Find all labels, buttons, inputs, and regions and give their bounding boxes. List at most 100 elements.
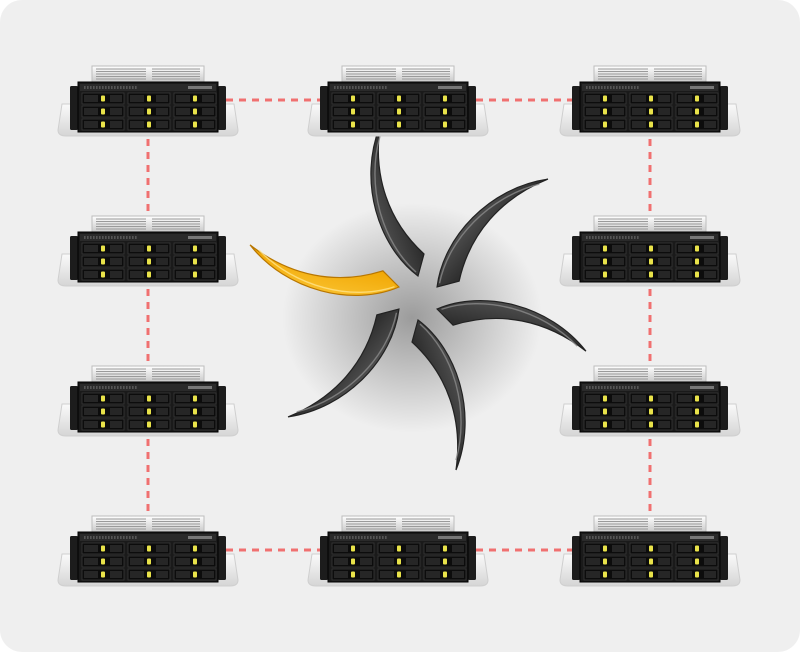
strip-vent [96, 536, 98, 539]
drive-latch [658, 245, 670, 252]
strip-vent [349, 536, 351, 539]
strip-vent [126, 386, 128, 389]
drive-latch [678, 258, 692, 265]
rack-ear-left [320, 536, 328, 580]
strip-vent [361, 536, 363, 539]
drive-latch [612, 558, 624, 565]
strip-vent [93, 386, 95, 389]
swirl-arm-highlight [296, 312, 398, 413]
drive-led [695, 421, 699, 428]
drive-latch [586, 545, 600, 552]
strip-vent [379, 86, 381, 89]
drive-latch [704, 421, 716, 428]
drive-led [443, 558, 447, 565]
drive-led [193, 395, 197, 402]
drive-led [101, 558, 105, 565]
control-strip [80, 384, 216, 391]
drive-latch [678, 271, 692, 278]
drive-latch [156, 258, 168, 265]
rack-ear-left [70, 86, 78, 130]
drive-latch [632, 95, 646, 102]
drive-latch [202, 408, 214, 415]
strip-vent [334, 536, 336, 539]
drive-led [193, 408, 197, 415]
drive-latch [658, 258, 670, 265]
rack-ear-right [218, 236, 226, 280]
control-strip [80, 534, 216, 541]
drive-latch [406, 108, 418, 115]
strip-vent [340, 86, 342, 89]
drive-latch [84, 95, 98, 102]
rack-ear-right [218, 86, 226, 130]
strip-vent [595, 236, 597, 239]
drive-led [443, 108, 447, 115]
strip-vent [90, 236, 92, 239]
strip-vent [132, 536, 134, 539]
strip-vent [592, 536, 594, 539]
strip-vent [120, 536, 122, 539]
strip-vent [601, 86, 603, 89]
strip-vent [595, 86, 597, 89]
control-panel [690, 536, 714, 539]
drive-led [101, 395, 105, 402]
strip-vent [126, 536, 128, 539]
drive-led [695, 271, 699, 278]
drive-led [443, 95, 447, 102]
drive-led [603, 95, 607, 102]
strip-vent [607, 536, 609, 539]
drive-latch [84, 108, 98, 115]
drive-latch [334, 121, 348, 128]
drive-latch [156, 545, 168, 552]
strip-vent [631, 536, 633, 539]
drive-latch [130, 271, 144, 278]
strip-vent [619, 236, 621, 239]
strip-vent [625, 86, 627, 89]
drive-latch [156, 395, 168, 402]
strip-vent [105, 386, 107, 389]
drive-led [147, 395, 151, 402]
strip-vent [616, 86, 618, 89]
drive-led [193, 121, 197, 128]
drive-latch [130, 408, 144, 415]
control-strip [582, 534, 718, 541]
drive-led [193, 571, 197, 578]
drive-latch [176, 245, 190, 252]
drive-led [397, 95, 401, 102]
drive-led [695, 571, 699, 578]
drive-latch [176, 108, 190, 115]
drive-latch [176, 95, 190, 102]
drive-latch [406, 545, 418, 552]
drive-led [649, 395, 653, 402]
server-top-right [559, 65, 741, 137]
drive-led [351, 571, 355, 578]
drive-led [695, 108, 699, 115]
drive-latch [84, 421, 98, 428]
control-panel [690, 236, 714, 239]
drive-latch [632, 121, 646, 128]
swirl-arm-highlight [374, 135, 417, 273]
strip-vent [613, 86, 615, 89]
drive-latch [360, 545, 372, 552]
strip-vent [634, 536, 636, 539]
drive-led [603, 258, 607, 265]
drive-led [695, 121, 699, 128]
drive-latch [202, 545, 214, 552]
strip-vent [114, 86, 116, 89]
drive-latch [176, 558, 190, 565]
drive-latch [202, 258, 214, 265]
strip-vent [625, 536, 627, 539]
drive-latch [130, 395, 144, 402]
server-bottom-center [307, 515, 489, 587]
rack-ear-left [70, 236, 78, 280]
strip-vent [616, 536, 618, 539]
drive-led [649, 545, 653, 552]
strip-vent [601, 386, 603, 389]
control-strip [582, 384, 718, 391]
drive-led [351, 121, 355, 128]
drive-led [351, 558, 355, 565]
drive-latch [632, 271, 646, 278]
drive-latch [452, 95, 464, 102]
drive-latch [658, 395, 670, 402]
strip-vent [628, 236, 630, 239]
drive-latch [110, 95, 122, 102]
